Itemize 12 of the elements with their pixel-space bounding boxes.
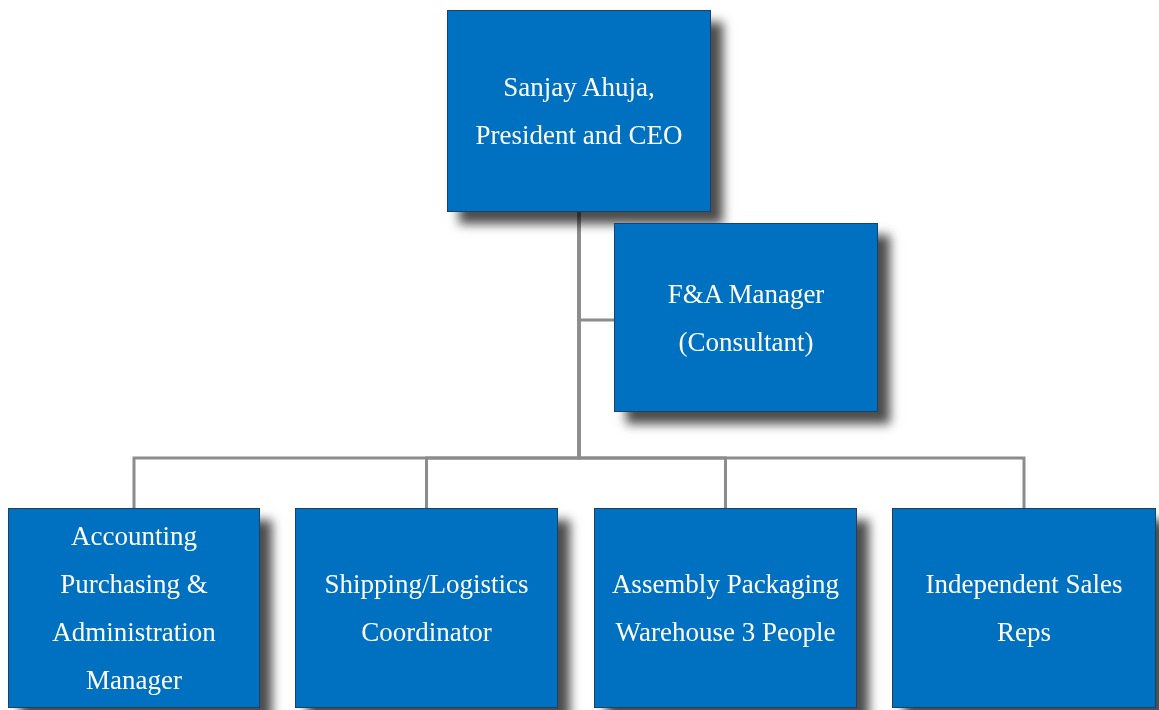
org-box — [594, 508, 857, 708]
role-title: Assembly Packaging Warehouse 3 People — [610, 568, 841, 649]
role-title: Accounting Purchasing & Administration Manager — [51, 520, 217, 697]
org-box — [295, 508, 558, 708]
role-title: F&A Manager (Consultant) — [666, 277, 826, 359]
org-box — [892, 508, 1156, 708]
role-title: Sanjay Ahuja, President and CEO — [474, 71, 684, 152]
role-title: Shipping/Logistics Coordinator — [323, 568, 530, 649]
role-title: Independent Sales Reps — [924, 568, 1124, 649]
org-box — [614, 223, 878, 412]
org-box — [8, 508, 260, 708]
org-box — [447, 10, 711, 212]
